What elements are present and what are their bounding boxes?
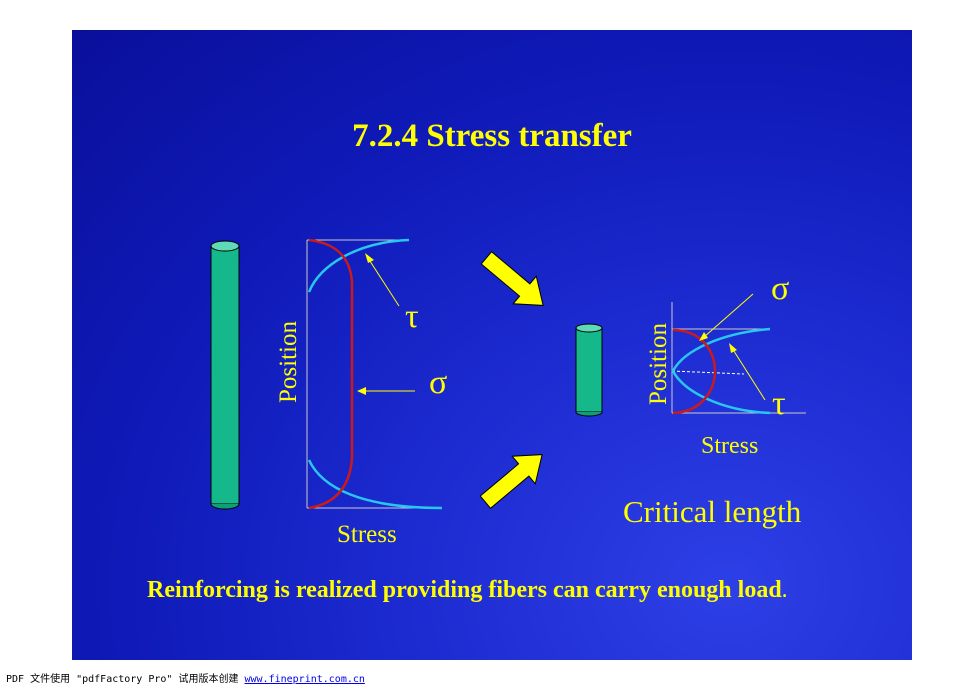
bottom-caption-period: . <box>781 577 788 603</box>
bottom-caption: Reinforcing is realized providing fibers… <box>147 574 867 606</box>
left-position-label: Position <box>275 321 302 403</box>
slide-title: 7.2.4 Stress transfer <box>352 118 632 154</box>
right-sigma-curve <box>672 328 717 415</box>
right-tau-pointer <box>729 343 766 401</box>
left-graph-axes <box>306 239 442 509</box>
left-stress-label: Stress <box>337 521 397 548</box>
right-tau-curve <box>671 327 771 415</box>
left-tau-curve-top <box>307 238 410 293</box>
right-sigma-symbol: σ <box>771 270 790 307</box>
left-tau-pointer <box>365 253 400 307</box>
left-sigma-symbol: σ <box>429 364 448 401</box>
left-sigma-curve <box>308 238 354 510</box>
footer-link[interactable]: www.fineprint.com.cn <box>244 674 365 685</box>
left-tau-curve-bottom <box>307 459 443 510</box>
right-position-label: Position <box>645 323 672 405</box>
bottom-caption-text: Reinforcing is realized providing fibers… <box>147 577 782 603</box>
short-fiber <box>575 323 603 417</box>
top-arrow <box>480 251 544 306</box>
critical-length-label: Critical length <box>623 494 802 529</box>
right-tau-symbol: τ <box>772 385 786 422</box>
left-sigma-pointer <box>357 387 415 395</box>
right-graph-axes <box>671 302 806 414</box>
long-fiber <box>210 240 240 510</box>
diagram-graphics <box>210 238 806 510</box>
bottom-arrow <box>479 454 543 509</box>
left-tau-symbol: τ <box>405 298 419 335</box>
right-sigma-pointer <box>699 293 754 341</box>
pdf-footer: PDF 文件使用 "pdfFactory Pro" 试用版本创建 www.fin… <box>6 670 365 685</box>
slide: 7.2.4 Stress transfer Position Stress τ … <box>72 30 912 660</box>
right-stress-label: Stress <box>701 433 759 459</box>
footer-text: PDF 文件使用 "pdfFactory Pro" 试用版本创建 <box>6 674 245 685</box>
